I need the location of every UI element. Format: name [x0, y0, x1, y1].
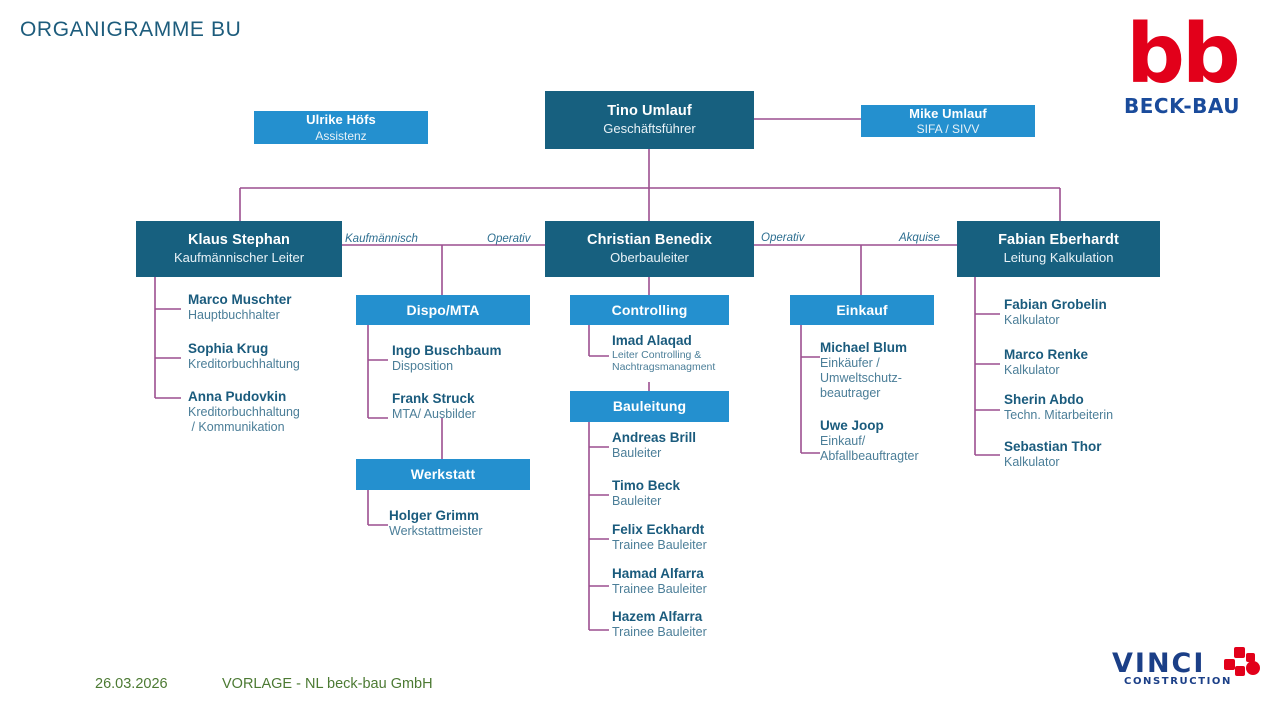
node-ceo[interactable]: Tino Umlauf Geschäftsführer [545, 91, 754, 149]
staff-name: Marco Renke [1004, 347, 1089, 362]
node-dispo-mta-label: Dispo/MTA [406, 301, 480, 318]
list-item[interactable]: Imad Alaqad Leiter Controlling & Nachtra… [612, 333, 715, 373]
vinci-logo-mark: VINCI [1112, 648, 1206, 679]
list-item[interactable]: Holger Grimm Werkstattmeister [389, 508, 483, 539]
node-leitung-kalkulation-role: Leitung Kalkulation [1003, 250, 1114, 266]
list-item[interactable]: Andreas Brill Bauleiter [612, 430, 696, 461]
node-ceo-name: Tino Umlauf [607, 103, 692, 120]
vinci-logo-wordmark: CONSTRUCTION [1124, 676, 1233, 687]
node-leitung-kalkulation[interactable]: Fabian Eberhardt Leitung Kalkulation [957, 221, 1160, 277]
staff-name: Frank Struck [392, 391, 475, 406]
list-item[interactable]: Marco Muschter Hauptbuchhalter [188, 292, 292, 323]
list-item[interactable]: Sherin Abdo Techn. Mitarbeiterin [1004, 392, 1113, 423]
staff-role: Kreditorbuchhaltung / Kommunikation [188, 404, 300, 434]
node-bauleitung[interactable]: Bauleitung [570, 391, 729, 422]
node-einkauf-label: Einkauf [836, 301, 888, 318]
staff-role: Einkäufer / Umweltschutz- beautrager [820, 355, 902, 400]
beck-bau-logo: bb BECK-BAU [1108, 14, 1256, 124]
node-controlling[interactable]: Controlling [570, 295, 729, 325]
staff-role: Leiter Controlling & Nachtragsmanagment [612, 348, 716, 373]
staff-name: Felix Eckhardt [612, 522, 705, 537]
node-kaufmaennischer-leiter-name: Klaus Stephan [187, 232, 290, 249]
footer-date: 26.03.2026 [95, 676, 168, 692]
staff-role: Techn. Mitarbeiterin [1004, 407, 1114, 422]
staff-name: Sophia Krug [188, 341, 269, 356]
staff-role: Trainee Bauleiter [612, 581, 707, 596]
staff-name: Hamad Alfarra [612, 566, 704, 581]
beck-bau-logo-mark: bb [1126, 7, 1240, 102]
staff-role: Trainee Bauleiter [612, 537, 707, 552]
edge-label-akquise: Akquise [899, 232, 940, 244]
staff-role: Disposition [392, 358, 454, 373]
node-assistenz-name: Ulrike Höfs [306, 112, 376, 128]
node-oberbauleiter[interactable]: Christian Benedix Oberbauleiter [545, 221, 754, 277]
staff-role: Einkauf/ Abfallbeauftragter [820, 433, 919, 463]
node-werkstatt-label: Werkstatt [410, 466, 476, 483]
staff-role: Bauleiter [612, 493, 662, 508]
node-leitung-kalkulation-name: Fabian Eberhardt [998, 232, 1119, 249]
node-oberbauleiter-role: Oberbauleiter [610, 250, 689, 266]
node-assistenz[interactable]: Ulrike Höfs Assistenz [254, 111, 428, 144]
list-item[interactable]: Fabian Grobelin Kalkulator [1004, 297, 1107, 328]
node-assistenz-role: Assistenz [315, 128, 367, 143]
node-einkauf[interactable]: Einkauf [790, 295, 934, 325]
node-sifa-role: SIFA / SIVV [916, 122, 980, 137]
edge-label-kaufmaennisch: Kaufmännisch [345, 233, 418, 245]
list-item[interactable]: Sophia Krug Kreditorbuchhaltung [188, 341, 300, 372]
staff-name: Sebastian Thor [1004, 439, 1102, 454]
staff-name: Fabian Grobelin [1004, 297, 1107, 312]
node-dispo-mta[interactable]: Dispo/MTA [356, 295, 530, 325]
node-ceo-role: Geschäftsführer [603, 121, 696, 137]
staff-name: Uwe Joop [820, 418, 884, 433]
staff-name: Andreas Brill [612, 430, 697, 445]
staff-name: Timo Beck [612, 478, 681, 493]
staff-role: Kalkulator [1004, 362, 1060, 377]
list-item[interactable]: Hamad Alfarra Trainee Bauleiter [612, 566, 707, 597]
list-item[interactable]: Frank Struck MTA/ Ausbilder [392, 391, 476, 422]
staff-role: Kalkulator [1004, 454, 1060, 469]
staff-role: Werkstattmeister [389, 523, 483, 538]
staff-role: Hauptbuchhalter [188, 307, 280, 322]
node-werkstatt[interactable]: Werkstatt [356, 459, 530, 490]
node-oberbauleiter-name: Christian Benedix [587, 232, 712, 249]
list-item[interactable]: Marco Renke Kalkulator [1004, 347, 1088, 378]
list-item[interactable]: Ingo Buschbaum Disposition [392, 343, 502, 374]
vinci-logo-symbol [1224, 647, 1260, 676]
node-sifa[interactable]: Mike Umlauf SIFA / SIVV [861, 105, 1035, 137]
vinci-logo: VINCI CONSTRUCTION [1112, 647, 1262, 694]
list-item[interactable]: Timo Beck Bauleiter [612, 478, 680, 509]
staff-name: Marco Muschter [188, 292, 292, 307]
footer-note: VORLAGE - NL beck-bau GmbH [222, 676, 433, 692]
page-title: ORGANIGRAMME BU [20, 18, 242, 41]
node-controlling-label: Controlling [611, 301, 688, 318]
node-kaufmaennischer-leiter-role: Kaufmännischer Leiter [173, 250, 305, 266]
staff-role: Trainee Bauleiter [612, 624, 707, 639]
list-item[interactable]: Uwe Joop Einkauf/ Abfallbeauftragter [820, 418, 919, 464]
staff-role: MTA/ Ausbilder [392, 406, 476, 421]
edge-label-operativ-right: Operativ [761, 232, 805, 244]
staff-name: Holger Grimm [389, 508, 480, 523]
staff-name: Ingo Buschbaum [392, 343, 502, 358]
node-sifa-name: Mike Umlauf [909, 105, 987, 121]
staff-name: Anna Pudovkin [188, 389, 287, 404]
list-item[interactable]: Anna Pudovkin Kreditorbuchhaltung / Komm… [188, 389, 300, 435]
list-item[interactable]: Felix Eckhardt Trainee Bauleiter [612, 522, 707, 553]
staff-name: Imad Alaqad [612, 333, 692, 348]
beck-bau-logo-wordmark: BECK-BAU [1124, 94, 1240, 118]
list-item[interactable]: Michael Blum Einkäufer / Umweltschutz- b… [820, 340, 907, 401]
staff-role: Kalkulator [1004, 312, 1060, 327]
list-item[interactable]: Hazem Alfarra Trainee Bauleiter [612, 609, 707, 640]
node-bauleitung-label: Bauleitung [612, 398, 687, 415]
edge-label-operativ-left: Operativ [487, 233, 531, 245]
staff-role: Bauleiter [612, 445, 662, 460]
staff-name: Michael Blum [820, 340, 908, 355]
staff-name: Hazem Alfarra [612, 609, 703, 624]
staff-role: Kreditorbuchhaltung [188, 356, 300, 371]
list-item[interactable]: Sebastian Thor Kalkulator [1004, 439, 1102, 470]
staff-name: Sherin Abdo [1004, 392, 1084, 407]
node-kaufmaennischer-leiter[interactable]: Klaus Stephan Kaufmännischer Leiter [136, 221, 342, 277]
